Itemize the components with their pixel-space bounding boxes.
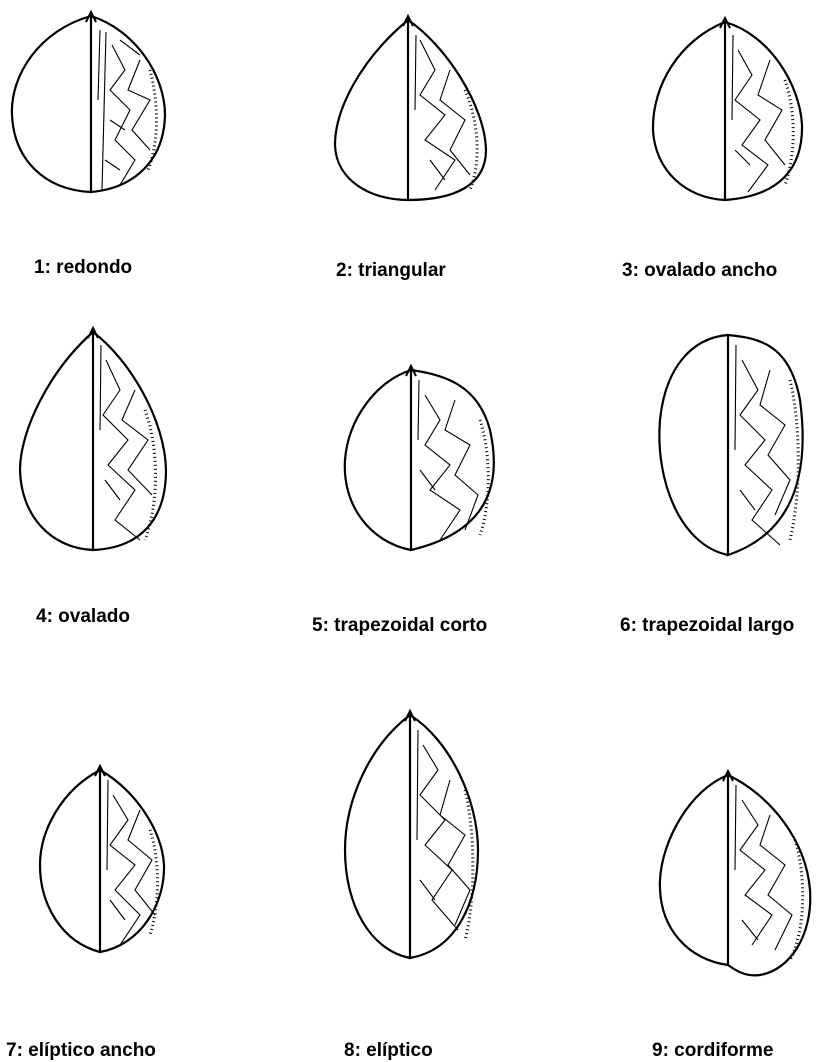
seed-shape-9-group <box>660 771 810 975</box>
seed-9-smooth-half <box>660 775 728 965</box>
caption-shape-5: 5: trapezoidal corto <box>312 615 487 637</box>
caption-shape-1: 1: redondo <box>34 257 132 279</box>
caption-shape-2: 2: triangular <box>336 260 446 282</box>
seed-9-textured-half <box>728 775 810 975</box>
caption-shape-4: 4: ovalado <box>36 606 130 628</box>
caption-shape-9: 9: cordiforme <box>652 1040 773 1062</box>
caption-shape-6: 6: trapezoidal largo <box>620 615 794 637</box>
caption-shape-3: 3: ovalado ancho <box>622 260 777 282</box>
caption-shape-7: 7: elíptico ancho <box>6 1040 156 1062</box>
caption-shape-8: 8: elíptico <box>344 1040 433 1062</box>
